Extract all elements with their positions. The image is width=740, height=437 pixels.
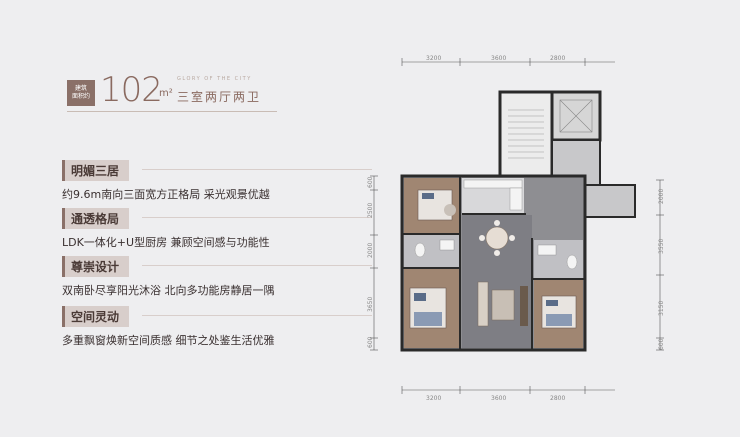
bathroom-west <box>404 235 460 267</box>
dim-bottom-2: 3600 <box>491 395 506 402</box>
dim-left-2: 2500 <box>367 203 374 218</box>
dim-right-4: 600 <box>658 338 665 350</box>
area-value: 102 <box>100 70 163 110</box>
bathroom-east <box>534 240 583 278</box>
dim-right-2: 3550 <box>658 239 665 254</box>
dim-bottom-1: 3200 <box>426 395 441 402</box>
feature-rule <box>142 169 372 170</box>
dim-bottom-3: 2800 <box>550 395 565 402</box>
dim-left-4: 3650 <box>367 297 374 312</box>
header-divider <box>67 111 277 112</box>
tagline: GLORY OF THE CITY <box>177 76 252 82</box>
kitchen <box>462 178 524 213</box>
feature-rule <box>142 265 372 266</box>
area-label-box: 建筑 面积约 <box>67 80 95 106</box>
feature-rule <box>142 315 372 316</box>
feature-1: 明媚三居 约9.6m南向三面宽方正格局 采光观景优越 <box>62 160 372 202</box>
dim-top-2: 3600 <box>491 55 506 62</box>
dim-top-3: 2800 <box>550 55 565 62</box>
interior-walls <box>402 176 585 350</box>
feature-3: 尊崇设计 双南卧尽享阳光沐浴 北向多功能房静居一隅 <box>62 256 372 298</box>
bedroom-north <box>404 178 460 233</box>
layout-type: 三室两厅两卫 <box>177 90 262 104</box>
dim-left-1: 600 <box>367 176 374 188</box>
feature-title: 通透格局 <box>62 208 130 229</box>
feature-title: 尊崇设计 <box>62 256 130 277</box>
feature-title: 明媚三居 <box>62 160 130 181</box>
bedroom-southeast <box>534 280 583 348</box>
feature-desc: LDK一体化+U型厨房 兼顾空间感与功能性 <box>62 236 270 249</box>
living-dining <box>462 215 532 348</box>
dim-right-1: 2000 <box>658 189 665 204</box>
dim-left-3: 2000 <box>367 243 374 258</box>
bottom-dimensions: 3200 3600 2800 <box>401 386 615 402</box>
dim-top-1: 3200 <box>426 55 441 62</box>
feature-2: 通透格局 LDK一体化+U型厨房 兼顾空间感与功能性 <box>62 208 372 250</box>
area-label-1: 建筑 <box>74 85 87 92</box>
feature-title: 空间灵动 <box>62 306 130 327</box>
floor-plan: 3200 3600 2800 3200 3600 2800 600 2500 2… <box>367 55 665 402</box>
feature-desc: 约9.6m南向三面宽方正格局 采光观景优越 <box>62 188 270 201</box>
area-label-2: 面积约 <box>71 93 90 100</box>
area-unit: m² <box>159 88 173 99</box>
left-dimensions: 600 2500 2000 3650 600 <box>367 175 378 351</box>
feature-desc: 双南卧尽享阳光沐浴 北向多功能房静居一隅 <box>62 284 275 297</box>
bedroom-southwest <box>404 269 460 348</box>
feature-desc: 多重飘窗焕新空间质感 细节之处鉴生活优雅 <box>62 334 275 347</box>
dim-left-5: 600 <box>367 336 374 348</box>
right-dimensions: 2000 3550 3150 600 <box>656 179 665 351</box>
dim-right-3: 3150 <box>658 301 665 316</box>
top-dimensions: 3200 3600 2800 <box>401 55 615 66</box>
feature-rule <box>142 217 372 218</box>
feature-4: 空间灵动 多重飘窗焕新空间质感 细节之处鉴生活优雅 <box>62 306 372 348</box>
